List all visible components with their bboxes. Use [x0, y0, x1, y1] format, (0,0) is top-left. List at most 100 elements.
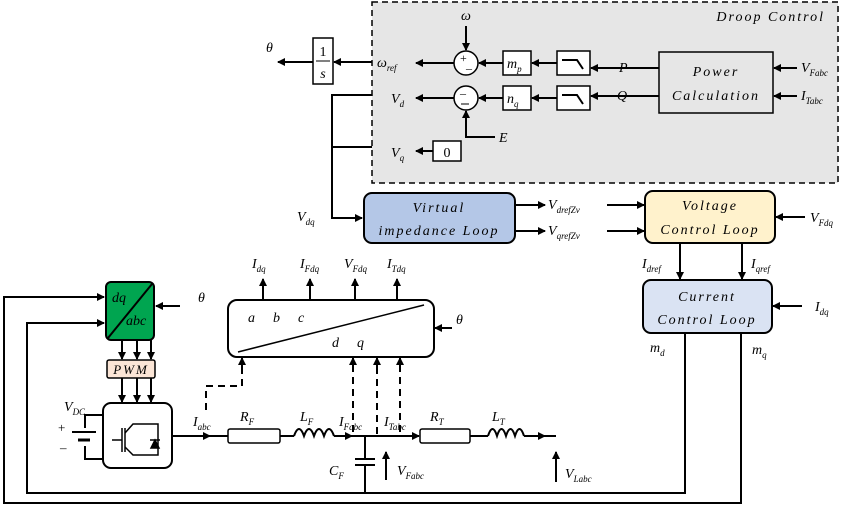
label-subscript: F — [337, 471, 344, 481]
theta-abcdq-label: θ — [456, 313, 463, 328]
vdc-label: VDC — [64, 400, 86, 417]
ifabc-label: IFabc — [338, 415, 362, 432]
label-subscript: F — [307, 417, 314, 427]
label-main: I — [750, 257, 757, 272]
label-main: I — [338, 415, 345, 430]
label-main: V — [397, 464, 407, 479]
out-vfdq-label: VFdq — [344, 257, 368, 274]
label-main: I — [251, 257, 258, 272]
sum2-minus: – — [459, 86, 467, 100]
label-main: Q — [617, 89, 627, 104]
e-arrow — [462, 110, 495, 138]
current-loop-line1: Current — [678, 290, 736, 305]
abc-label-a: a — [248, 311, 255, 326]
virtual-impedance-line1: Virtual — [413, 201, 466, 216]
vq-label: Vq — [391, 146, 405, 163]
label-subscript: Labc — [573, 474, 592, 484]
inverter-block — [102, 402, 173, 469]
label-subscript: ref — [387, 63, 398, 73]
omega-label: ω — [461, 9, 471, 24]
label-main: I — [641, 257, 648, 272]
label-main: ω — [377, 56, 387, 71]
mp-gain-block — [502, 50, 532, 76]
label-main: m — [752, 343, 762, 358]
integrator-numerator: 1 — [320, 45, 327, 60]
label-subscript: q — [762, 350, 767, 360]
label-main: I — [800, 89, 807, 104]
vqrefzv-label: VqrefZv — [548, 224, 580, 241]
signal-labels: ωωrefVdVqEPQmpnqVFabcITabcθVdqVdrefZvVqr… — [64, 9, 834, 484]
theta-dqabc-label: θ — [198, 291, 205, 306]
label-subscript: Tdq — [392, 264, 407, 274]
label-subscript: T — [439, 417, 445, 427]
label-subscript: qref — [756, 264, 772, 274]
label-main: V — [64, 400, 74, 415]
vdq-arrow — [331, 94, 372, 222]
label-subscript: F — [248, 417, 255, 427]
q-label: Q — [617, 89, 627, 104]
sum1-plus: + — [460, 51, 467, 65]
out-ifdq-label: IFdq — [299, 257, 320, 274]
e-label: E — [498, 131, 508, 146]
label-subscript: dq — [820, 307, 830, 317]
label-main: V — [548, 224, 558, 239]
current-loop-line2: Control Loop — [657, 313, 756, 328]
abc-label-c: c — [298, 311, 305, 326]
label-subscript: q — [400, 153, 405, 163]
label-main: V — [548, 198, 558, 213]
label-main: V — [297, 210, 307, 225]
dq-label-q: q — [357, 336, 364, 351]
i-tabc-in-label: ITabc — [800, 89, 823, 106]
label-main: V — [391, 146, 401, 161]
sum-junction-voltage — [453, 85, 479, 111]
out-idq-label: Idq — [251, 257, 266, 274]
md-label: md — [650, 341, 665, 358]
label-main: I — [299, 257, 306, 272]
label-subscript: Tabc — [806, 96, 823, 106]
label-subscript: dq — [257, 264, 267, 274]
virtual-impedance-line2: impedance Loop — [379, 224, 500, 239]
idref-label: Idref — [641, 257, 662, 274]
lt-label: LT — [491, 410, 506, 427]
label-subscript: Tabc — [389, 422, 406, 432]
label-subscript: Fdq — [304, 264, 320, 274]
power-calculation-block — [658, 51, 774, 114]
theta-out-label: θ — [266, 41, 273, 56]
vdq-label: Vdq — [297, 210, 315, 227]
virtual-impedance-block — [363, 192, 516, 244]
droop-control-title: Droop Control — [715, 10, 825, 25]
iqref-label: Iqref — [750, 257, 771, 274]
label-main: E — [498, 131, 508, 146]
vdrefzv-label: VdrefZv — [548, 198, 580, 215]
label-subscript: dref — [647, 264, 663, 274]
v-fabc-in-label: VFabc — [801, 61, 828, 78]
omega-ref-label: ωref — [377, 56, 398, 73]
label-main: I — [386, 257, 393, 272]
label-main: I — [383, 415, 390, 430]
i-dq-in-label: Idq — [814, 300, 829, 317]
rf-label: RF — [239, 410, 255, 427]
mq-feedback-line — [3, 293, 742, 504]
q-limiter-block — [556, 85, 591, 111]
label-main: m — [507, 57, 517, 72]
label-subscript: drefZv — [557, 205, 580, 215]
label-main: V — [391, 92, 401, 107]
label-subscript: p — [516, 64, 522, 74]
label-main: V — [344, 257, 354, 272]
sum1-minus: – — [465, 61, 473, 75]
battery-plus: + — [58, 420, 65, 435]
label-subscript: Fabc — [405, 471, 425, 481]
lf-inductor — [293, 428, 335, 439]
label-subscript: qrefZv — [557, 231, 580, 241]
pwm-block — [106, 359, 156, 379]
label-subscript: d — [400, 99, 405, 109]
label-subscript: Fabc — [809, 68, 829, 78]
vlabc-label: VLabc — [565, 467, 592, 484]
rf-resistor — [227, 428, 281, 444]
label-main: L — [491, 410, 500, 425]
vfabc-label: VFabc — [397, 464, 424, 481]
nq-label: nq — [507, 92, 519, 109]
label-main: θ — [266, 41, 273, 56]
label-main: C — [329, 464, 339, 479]
iabc-measure-dashed — [205, 366, 243, 410]
